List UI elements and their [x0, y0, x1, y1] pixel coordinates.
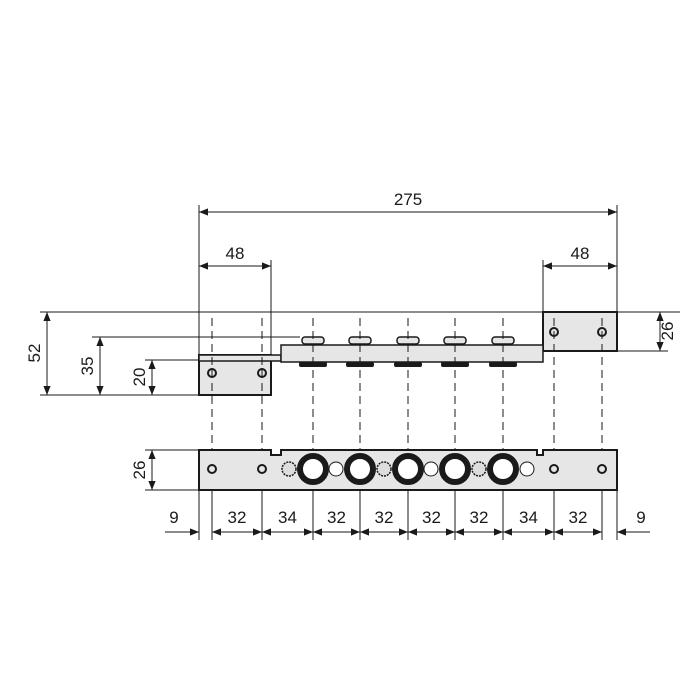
dim-right-bracket-width: 48: [571, 244, 590, 263]
empty-slot: [423, 461, 439, 477]
spacing-dimension-lines: [165, 490, 650, 540]
dim-overall-width: 275: [394, 190, 422, 209]
spacing-label: 32: [470, 508, 489, 527]
spacing-label: 32: [327, 508, 346, 527]
spacing-label: 32: [569, 508, 588, 527]
small-cable: [281, 461, 297, 477]
front-view: [198, 449, 618, 491]
mount-hole: [207, 464, 217, 474]
rail: [280, 344, 544, 363]
dim-total-height: 52: [25, 344, 44, 363]
spacing-label: 9: [169, 508, 178, 527]
spacing-labels: 9 32 34 32 32 32 32 34 32 9: [169, 508, 645, 527]
small-cable: [376, 461, 392, 477]
spacing-label: 34: [278, 508, 297, 527]
mount-hole: [597, 464, 607, 474]
top-view: [198, 311, 618, 396]
grommet: [439, 453, 471, 485]
grommet: [392, 453, 424, 485]
grommet: [487, 453, 519, 485]
dim-left-bracket-height: 20: [130, 368, 149, 387]
dim-front-height: 26: [130, 461, 149, 480]
grommet: [344, 453, 376, 485]
grommets: [281, 453, 535, 485]
mount-hole: [549, 464, 559, 474]
dim-rail-height: 35: [78, 357, 97, 376]
dim-left-bracket-width: 48: [226, 244, 245, 263]
empty-slot: [328, 461, 344, 477]
small-cable: [471, 461, 487, 477]
center-lines: [211, 318, 603, 500]
mount-hole: [257, 464, 267, 474]
dimension-lines: [43, 208, 664, 490]
dim-right-bracket-height: 26: [658, 322, 677, 341]
spacing-label: 9: [636, 508, 645, 527]
spacing-label: 34: [519, 508, 538, 527]
spacing-label: 32: [422, 508, 441, 527]
grommet: [297, 453, 329, 485]
spacing-label: 32: [228, 508, 247, 527]
empty-slot: [519, 461, 535, 477]
spacing-label: 32: [375, 508, 394, 527]
